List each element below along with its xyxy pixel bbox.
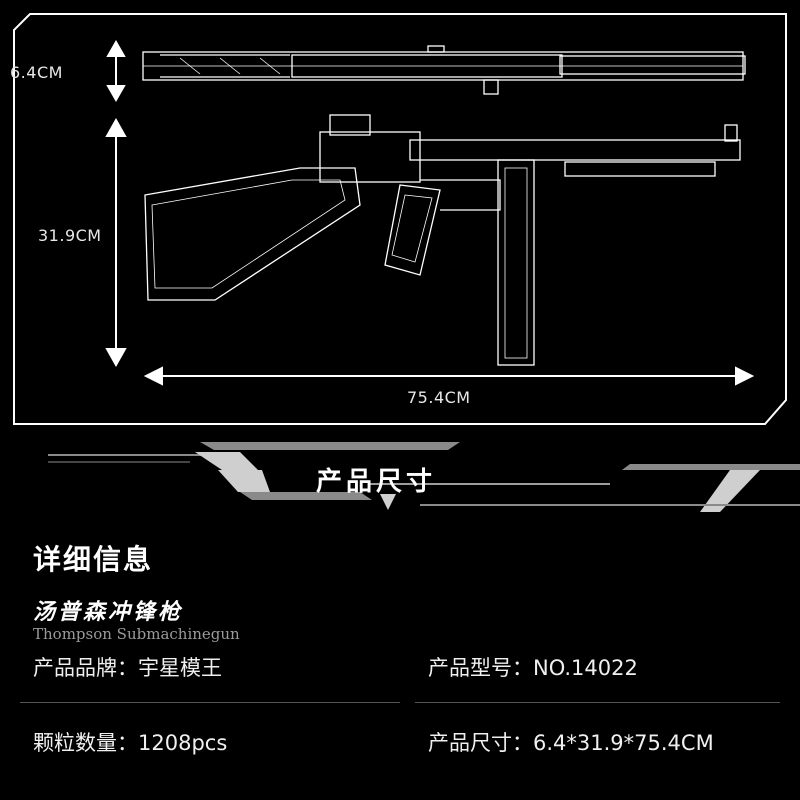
length-arrow [143, 366, 755, 386]
section-title: 产品尺寸 [316, 467, 437, 497]
spec-size: 产品尺寸：6.4*31.9*75.4CM [428, 731, 714, 755]
gun-top-view [142, 45, 746, 95]
spec-piece-count: 颗粒数量：1208pcs [33, 731, 228, 755]
divider-left [20, 702, 400, 703]
details-heading: 详细信息 [33, 543, 154, 576]
height-dimension-label: 6.4CM [10, 63, 63, 82]
length-dimension-label: 75.4CM [407, 388, 471, 407]
product-name-cn: 汤普森冲锋枪 [33, 600, 184, 625]
spec-model: 产品型号：NO.14022 [428, 656, 638, 680]
diagram-frame [13, 13, 787, 425]
vertical-arrow [105, 117, 127, 368]
vertical-dimension-label: 31.9CM [38, 226, 102, 245]
title-band-decoration [48, 442, 800, 512]
height-arrow [106, 39, 126, 103]
product-name-en: Thompson Submachinegun [33, 625, 240, 643]
spec-brand: 产品品牌：宇星模王 [33, 656, 222, 680]
gun-side-view [144, 114, 741, 366]
divider-right [415, 702, 780, 703]
